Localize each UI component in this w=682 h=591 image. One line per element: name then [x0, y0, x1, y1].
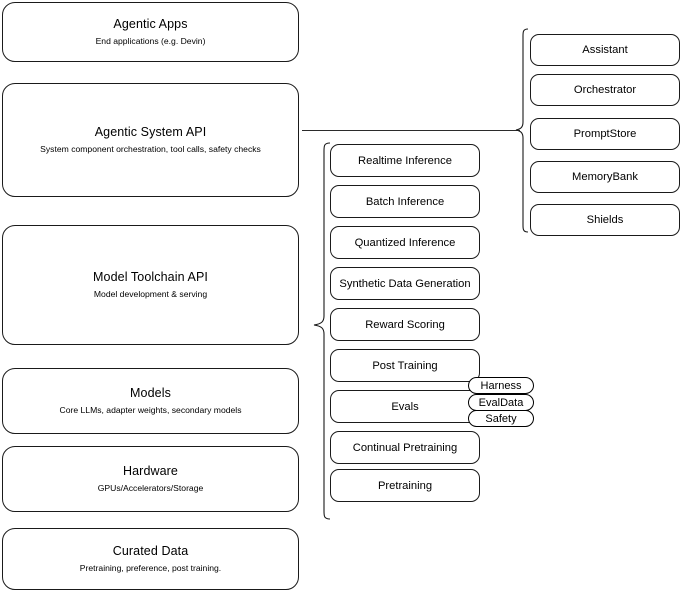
toolchain-component-label: Realtime Inference	[358, 154, 452, 167]
toolchain-component-label: Pretraining	[377, 479, 433, 492]
toolchain-component-realtime-inference[interactable]: Realtime Inference	[330, 144, 480, 177]
stack-layer-hardware[interactable]: Hardware GPUs/Accelerators/Storage	[2, 446, 299, 512]
stack-layer-subtitle: End applications (e.g. Devin)	[95, 36, 206, 46]
stack-layer-subtitle: System component orchestration, tool cal…	[40, 144, 261, 154]
brace-system-components	[515, 28, 529, 233]
toolchain-component-reward-scoring[interactable]: Reward Scoring	[330, 308, 480, 341]
toolchain-component-quantized-inference[interactable]: Quantized Inference	[330, 226, 480, 259]
system-component-orchestrator[interactable]: Orchestrator	[530, 74, 680, 106]
toolchain-component-continual-pretraining[interactable]: Continual Pretraining	[330, 431, 480, 464]
system-component-label: Assistant	[582, 44, 628, 56]
eval-tag-evaldata[interactable]: EvalData	[468, 394, 534, 411]
stack-layer-curated-data[interactable]: Curated Data Pretraining, preference, po…	[2, 528, 299, 590]
stack-layer-models[interactable]: Models Core LLMs, adapter weights, secon…	[2, 368, 299, 434]
toolchain-component-batch-inference[interactable]: Batch Inference	[330, 185, 480, 218]
toolchain-component-evals[interactable]: Evals	[330, 390, 480, 423]
system-component-memorybank[interactable]: MemoryBank	[530, 161, 680, 193]
stack-layer-subtitle: Pretraining, preference, post training.	[79, 563, 222, 573]
eval-tag-label: Harness	[480, 379, 522, 392]
stack-layer-title: Agentic System API	[94, 125, 207, 139]
connector-agentic-system-api-to-components	[302, 130, 520, 131]
stack-layer-title: Agentic Apps	[113, 17, 188, 31]
system-component-shields[interactable]: Shields	[530, 204, 680, 236]
system-component-label: Orchestrator	[573, 84, 637, 96]
eval-tag-label: Safety	[485, 412, 517, 425]
toolchain-component-synthetic-data-generation[interactable]: Synthetic Data Generation	[330, 267, 480, 300]
stack-layer-model-toolchain-api[interactable]: Model Toolchain API Model development & …	[2, 225, 299, 345]
stack-layer-subtitle: GPUs/Accelerators/Storage	[97, 483, 204, 493]
system-component-label: PromptStore	[573, 128, 637, 140]
stack-layer-title: Model Toolchain API	[93, 270, 208, 284]
toolchain-component-label: Quantized Inference	[354, 236, 456, 249]
system-component-label: MemoryBank	[572, 171, 638, 183]
toolchain-component-label: Reward Scoring	[365, 318, 445, 331]
eval-tag-harness[interactable]: Harness	[468, 377, 534, 394]
toolchain-component-label: Post Training	[372, 359, 438, 372]
toolchain-component-pretraining[interactable]: Pretraining	[330, 469, 480, 502]
stack-layer-agentic-apps[interactable]: Agentic Apps End applications (e.g. Devi…	[2, 2, 299, 62]
system-component-label: Shields	[586, 214, 624, 226]
eval-tag-label: EvalData	[478, 396, 524, 409]
stack-layer-subtitle: Core LLMs, adapter weights, secondary mo…	[59, 405, 242, 415]
stack-layer-subtitle: Model development & serving	[93, 289, 208, 299]
toolchain-component-label: Synthetic Data Generation	[339, 277, 471, 290]
stack-layer-agentic-system-api[interactable]: Agentic System API System component orch…	[2, 83, 299, 197]
toolchain-component-label: Batch Inference	[365, 195, 445, 208]
brace-toolchain-components	[313, 142, 331, 520]
toolchain-component-post-training[interactable]: Post Training	[330, 349, 480, 382]
eval-tag-safety[interactable]: Safety	[468, 410, 534, 427]
system-component-promptstore[interactable]: PromptStore	[530, 118, 680, 150]
stack-layer-title: Hardware	[123, 464, 178, 478]
stack-layer-title: Curated Data	[112, 544, 189, 558]
toolchain-component-label: Continual Pretraining	[352, 441, 458, 454]
system-component-assistant[interactable]: Assistant	[530, 34, 680, 66]
stack-layer-title: Models	[130, 386, 171, 400]
toolchain-component-label: Evals	[391, 400, 419, 413]
